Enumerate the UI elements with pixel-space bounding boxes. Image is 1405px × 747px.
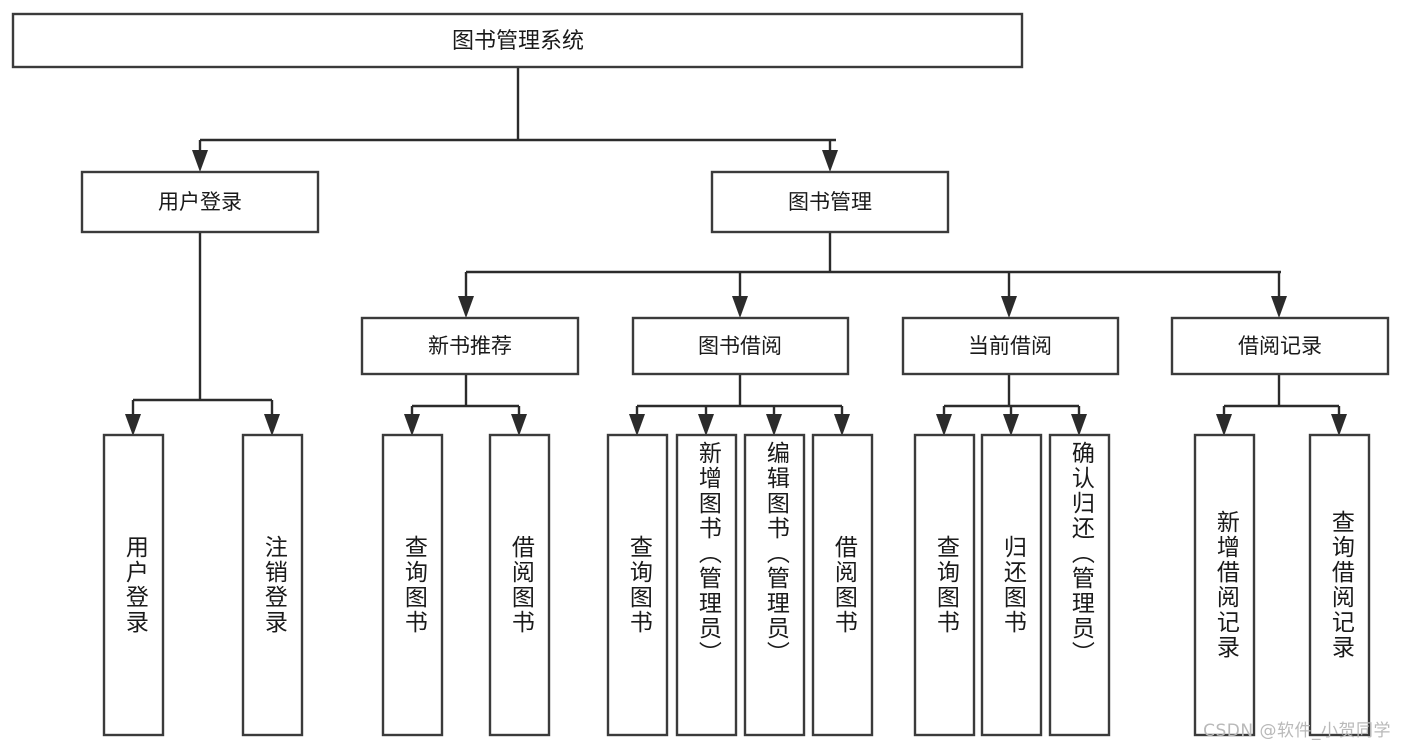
- node-book-borrow-box[interactable]: [631, 316, 850, 376]
- connector-group-user-login-leaves: [125, 232, 280, 436]
- arrowhead-cb-query: [936, 414, 952, 436]
- arrowhead-new-book: [458, 296, 474, 318]
- leaf-box-br-add[interactable]: [1193, 433, 1256, 737]
- connector-group-book-manage-to-level3: [458, 232, 1287, 318]
- node-current-borrow-label: 当前借阅: [968, 334, 1052, 358]
- watermark-text: CSDN @软件_小贺同学: [1203, 721, 1391, 741]
- leaf-box-newbook-borrow[interactable]: [488, 433, 551, 737]
- arrowhead-current-borrow: [1001, 296, 1017, 318]
- leaf-box-cb-return[interactable]: [980, 433, 1043, 737]
- node-borrow-record-box[interactable]: [1170, 316, 1390, 376]
- arrowhead-newbook-query: [404, 414, 420, 436]
- arrowhead-br-add: [1216, 414, 1232, 436]
- node-book-manage-label: 图书管理: [788, 190, 872, 214]
- node-new-book-box[interactable]: [360, 316, 580, 376]
- arrowhead-book-manage: [822, 150, 838, 172]
- leaf-box-cb-query[interactable]: [913, 433, 976, 737]
- leaf-box-user-login[interactable]: [102, 433, 165, 737]
- arrowhead-borrow-record: [1271, 296, 1287, 318]
- arrowhead-bb-borrow: [834, 414, 850, 436]
- node-borrow-record-label: 借阅记录: [1238, 334, 1322, 358]
- node-root-box[interactable]: [11, 12, 1024, 69]
- node-current-borrow-box[interactable]: [901, 316, 1120, 376]
- arrowhead-bb-query: [629, 414, 645, 436]
- arrowhead-leaf-logout: [264, 414, 280, 436]
- leaf-box-bb-add[interactable]: [675, 433, 738, 737]
- connector-group-root-to-level2: [192, 67, 838, 172]
- arrowhead-user-login: [192, 150, 208, 172]
- arrowhead-br-query: [1331, 414, 1347, 436]
- arrowhead-cb-return: [1003, 414, 1019, 436]
- leaf-box-logout[interactable]: [241, 433, 304, 737]
- connector-group-new-book-leaves: [404, 374, 527, 436]
- connector-group-book-borrow-leaves: [629, 374, 850, 436]
- leaf-box-cb-confirm[interactable]: [1048, 433, 1111, 737]
- node-user-login-label: 用户登录: [158, 190, 242, 214]
- node-book-manage-box[interactable]: [710, 170, 950, 234]
- leaf-box-bb-query[interactable]: [606, 433, 669, 737]
- arrowhead-leaf-user-login: [125, 414, 141, 436]
- node-root-label: 图书管理系统: [452, 29, 584, 54]
- arrowhead-cb-confirm: [1071, 414, 1087, 436]
- node-user-login-box[interactable]: [80, 170, 320, 234]
- leaf-box-br-query[interactable]: [1308, 433, 1371, 737]
- arrowhead-bb-edit: [766, 414, 782, 436]
- connector-group-current-borrow-leaves: [936, 374, 1087, 436]
- arrowhead-book-borrow: [732, 296, 748, 318]
- leaf-box-bb-edit[interactable]: [743, 433, 806, 737]
- leaf-box-bb-borrow[interactable]: [811, 433, 874, 737]
- leaf-box-newbook-query[interactable]: [381, 433, 444, 737]
- node-book-borrow-label: 图书借阅: [698, 334, 782, 358]
- connector-group-borrow-record-leaves: [1216, 374, 1347, 436]
- node-new-book-label: 新书推荐: [428, 334, 512, 358]
- arrowhead-bb-add: [698, 414, 714, 436]
- arrowhead-newbook-borrow: [511, 414, 527, 436]
